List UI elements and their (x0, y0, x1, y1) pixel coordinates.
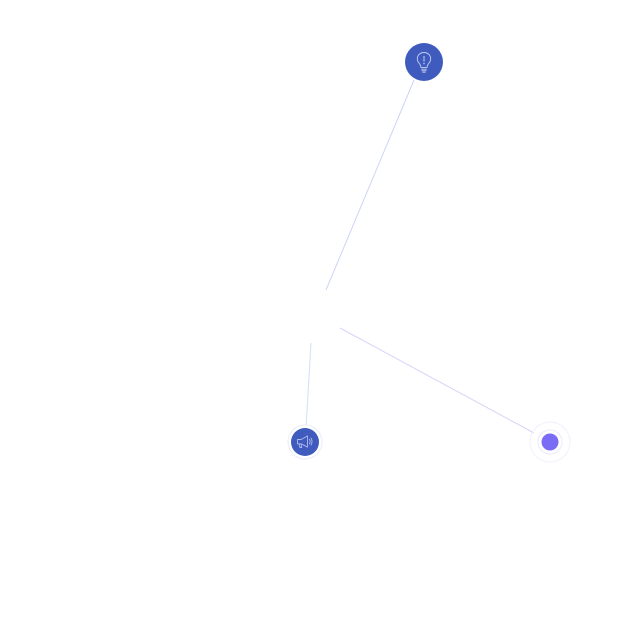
point-node[interactable] (529, 421, 571, 463)
announcement-node[interactable] (287, 424, 323, 460)
edge-center-idea (325, 79, 415, 291)
lightbulb-icon (405, 43, 443, 81)
idea-node[interactable] (405, 43, 443, 81)
edge-center-announce (305, 342, 312, 429)
megaphone-icon (287, 424, 323, 460)
dot-icon (529, 421, 571, 463)
edge-center-point (339, 327, 535, 434)
